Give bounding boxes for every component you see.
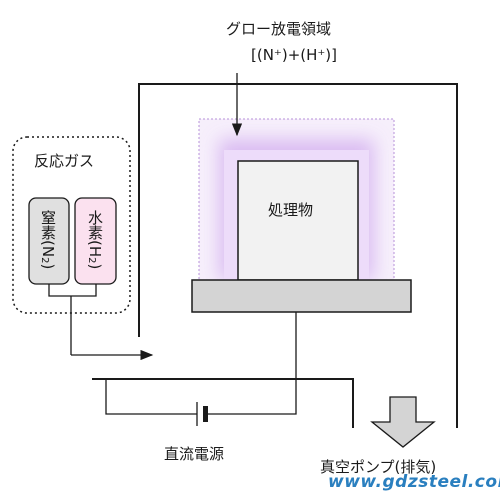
glow-region-ions: [(N⁺)+(H⁺)] [251, 46, 338, 64]
hydrogen-label: 水素(H2) [86, 210, 104, 270]
cathode-stage [191, 279, 412, 313]
gas-pipe [48, 284, 97, 355]
nitrogen-label: 窒素(N2) [39, 210, 57, 270]
glow-region-title: グロー放電領域 [226, 20, 332, 38]
workpiece-label: 処理物 [268, 201, 314, 219]
vacuum-chamber [92, 83, 458, 428]
power-circuit [105, 312, 297, 426]
workpiece [237, 160, 359, 281]
vacuum-pump-label: 真空ポンプ(排気) [320, 458, 437, 476]
battery-negative-plate [203, 406, 208, 422]
power-supply-label: 直流電源 [164, 445, 225, 463]
reaction-gas-title: 反応ガス [34, 152, 95, 170]
watermark-text: www.gdzsteel.com [328, 472, 500, 492]
exhaust-arrow [370, 396, 436, 448]
